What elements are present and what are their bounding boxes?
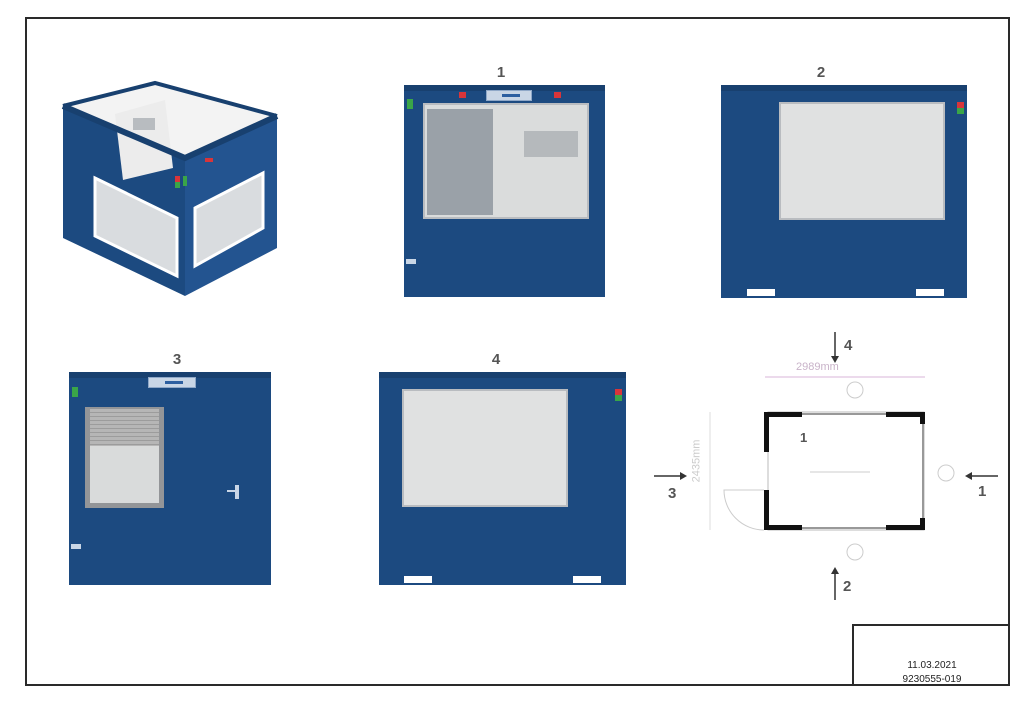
view-3-elevation (69, 372, 271, 585)
logo (486, 90, 532, 101)
plan-depth-dimension: 2435mm (690, 439, 703, 483)
view-4-elevation (379, 372, 626, 585)
drawing-frame (25, 17, 1010, 686)
drawing-date: 11.03.2021 (907, 660, 957, 671)
plan-width-dimension: 2989mm (796, 361, 839, 373)
logo (148, 377, 196, 388)
isometric-view (61, 80, 279, 296)
view-2-label: 2 (816, 64, 826, 81)
view-2-elevation (721, 85, 967, 298)
plan-arrow-3-label: 3 (668, 485, 677, 502)
plan-arrow-1-label: 1 (978, 483, 987, 500)
view-3-label: 3 (172, 351, 182, 368)
drawing-number: 9230555-019 (902, 674, 962, 685)
view-1-elevation (404, 85, 605, 297)
plan-arrow-4-label: 4 (844, 337, 853, 354)
title-block: 11.03.2021 9230555-019 (852, 624, 1010, 686)
floor-plan (654, 332, 998, 600)
plan-arrow-2-label: 2 (843, 578, 852, 595)
view-1-label: 1 (496, 64, 506, 81)
view-4-label: 4 (491, 351, 501, 368)
plan-room-label: 1 (800, 430, 808, 445)
